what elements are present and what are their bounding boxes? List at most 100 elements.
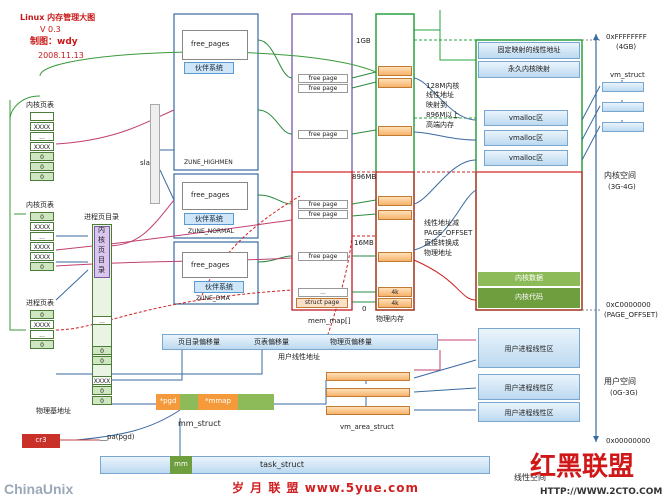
task-struct-bar bbox=[100, 456, 490, 474]
vm-struct-label: vm_struct bbox=[610, 71, 645, 79]
pte-cell-xxxx: XXXX bbox=[30, 122, 54, 131]
note-lowmem-line1: 线性地址减 bbox=[424, 219, 459, 227]
pte-cell-dots: ... bbox=[30, 232, 54, 241]
slab-label: slab bbox=[140, 159, 155, 167]
pte-cell-xxxx: XXXX bbox=[30, 320, 54, 329]
kernel-code-region: 内核代码 bbox=[478, 288, 580, 308]
free-pages-label: free_pages bbox=[191, 261, 230, 269]
pgd-cell-zero: 0 bbox=[92, 346, 112, 355]
mem-map-label: mem_map[] bbox=[308, 317, 351, 325]
page-directory-title: 进程页目录 bbox=[84, 213, 119, 221]
pgd-offset-label: 页目录偏移量 bbox=[178, 338, 220, 346]
linear-space-label: 线性空间 bbox=[514, 473, 546, 482]
struct-page-entry: struct page bbox=[296, 298, 348, 308]
phys-page bbox=[378, 66, 412, 76]
linear-address-bar bbox=[162, 334, 438, 350]
zone-highmem-label: ZUNE_HIGHMEN bbox=[184, 159, 233, 166]
free-page-entry: free page bbox=[298, 74, 348, 83]
pte-cell-zero: 0 bbox=[30, 162, 54, 171]
mark-896mb: 896MB bbox=[352, 173, 377, 181]
phys-4k-a: 4k bbox=[378, 287, 412, 297]
kernel-page-table-title-1: 内核页表 bbox=[26, 101, 54, 109]
pte-cell-dots: ... bbox=[30, 330, 54, 339]
note-lowmem-line4: 物理地址 bbox=[424, 249, 452, 257]
user-linear-address-label: 用户线性地址 bbox=[278, 353, 320, 361]
phys-page bbox=[378, 196, 412, 206]
kernel-page-table-title-2: 内核页表 bbox=[26, 201, 54, 209]
free-page-entry: free page bbox=[298, 130, 348, 139]
pgd-char-5: 录 bbox=[98, 266, 105, 274]
pgd-cell-xxxx: XXXX bbox=[92, 376, 112, 385]
phys-page bbox=[378, 126, 412, 136]
physical-memory-label: 物理内存 bbox=[376, 315, 404, 323]
vm-area-struct-label: vm_area_struct bbox=[340, 423, 394, 431]
free-page-entry: free page bbox=[298, 84, 348, 93]
pte-cell-zero: 0 bbox=[30, 262, 54, 271]
mm-struct-mmap: *mmap bbox=[198, 394, 238, 410]
pte-cell-zero: 0 bbox=[30, 340, 54, 349]
fixmap-region: 固定映射的线性地址 bbox=[478, 42, 580, 59]
phys-4k-b: 4k bbox=[378, 298, 412, 308]
slab-bar bbox=[150, 104, 160, 204]
user-space-label: 用户空间 bbox=[604, 377, 636, 386]
free-pages-label: free_pages bbox=[191, 191, 230, 199]
note-highmem-line2: 线性地址 bbox=[426, 91, 454, 99]
vm-area-node-3 bbox=[326, 406, 410, 415]
note-highmem-line3: 映射到 bbox=[426, 101, 447, 109]
pgd-char-1: 内 bbox=[98, 226, 105, 234]
addr-top-size: (4GB) bbox=[616, 43, 637, 51]
free-pages-box-highmem: free_pages bbox=[182, 30, 248, 60]
note-lowmem-line3: 直接转换成 bbox=[424, 239, 459, 247]
phys-page bbox=[378, 210, 412, 220]
vmalloc-region-1: vmalloc区 bbox=[484, 110, 568, 126]
user-area-3: 用户进程线性区 bbox=[478, 402, 580, 422]
diagram-title: Linux 内存管理大图 bbox=[20, 13, 96, 22]
vm-struct-node-1 bbox=[602, 82, 644, 92]
diagram-version: V 0.3 bbox=[40, 25, 61, 34]
pte-cell-zero: 0 bbox=[30, 310, 54, 319]
phys-base-label: 物理基地址 bbox=[36, 407, 71, 415]
user-area-1: 用户进程线性区 bbox=[478, 328, 580, 368]
page-offset-label: (PAGE_OFFSET) bbox=[604, 311, 658, 319]
pgd-cell-dots: ... bbox=[92, 316, 112, 325]
free-pages-box-dma: free_pages bbox=[182, 252, 248, 278]
phys-page bbox=[378, 252, 412, 262]
diagram-date: 2008.11.13 bbox=[38, 51, 84, 60]
page-offset-label-linear: 物理页偏移量 bbox=[330, 338, 372, 346]
mm-struct-field bbox=[180, 394, 198, 410]
pte-cell-xxxx: XXXX bbox=[30, 242, 54, 251]
user-area-2: 用户进程线性区 bbox=[478, 374, 580, 400]
mem-map-dots: ... bbox=[298, 288, 348, 297]
vm-area-node-1 bbox=[326, 372, 410, 381]
kernel-data-region: 内核数据 bbox=[478, 272, 580, 286]
note-highmem-line1: 128M内核 bbox=[426, 82, 460, 90]
watermark-url: HTTP://WWW.2CTO.COM bbox=[540, 487, 663, 497]
task-struct-mm: mm bbox=[170, 456, 192, 474]
buddy-system-dma: 伙伴系统 bbox=[194, 281, 244, 293]
buddy-system-normal: 伙伴系统 bbox=[184, 213, 234, 225]
vm-struct-node-2 bbox=[602, 102, 644, 112]
pte-offset-label: 页表偏移量 bbox=[254, 338, 289, 346]
mm-struct-pgd: *pgd bbox=[156, 394, 180, 410]
pte-cell-xxxx: XXXX bbox=[30, 252, 54, 261]
cr3-register: cr3 bbox=[22, 434, 60, 448]
watermark-chinaunix: ChinaUnix bbox=[4, 481, 74, 497]
kernel-space-range: (3G-4G) bbox=[608, 183, 636, 191]
pgd-char-2: 核 bbox=[98, 236, 105, 244]
mark-1gb: 1GB bbox=[356, 37, 371, 45]
buddy-system-highmem: 伙伴系统 bbox=[184, 62, 234, 74]
phys-page bbox=[378, 78, 412, 88]
pgd-cell-zero: 0 bbox=[92, 356, 112, 365]
persistent-kmap-region: 永久内核映射 bbox=[478, 61, 580, 78]
free-page-entry: free page bbox=[298, 252, 348, 261]
pa-pgd-label: __pa(pgd) bbox=[100, 433, 135, 441]
pgd-cell-zero: 0 bbox=[92, 386, 112, 395]
pte-cell-zero: 0 bbox=[30, 212, 54, 221]
zone-dma-label: ZUNE_DMA bbox=[196, 295, 230, 302]
watermark-hongheilianmeng: 红黑联盟 bbox=[530, 452, 635, 482]
pte-cell-xxxx: XXXX bbox=[30, 222, 54, 231]
mm-struct-label: mm_struct bbox=[178, 419, 221, 428]
addr-bottom: 0x00000000 bbox=[606, 437, 651, 445]
zone-normal-label: ZUNE_NORMAL bbox=[188, 228, 234, 235]
diagram-author: 制图：wdy bbox=[30, 37, 78, 47]
